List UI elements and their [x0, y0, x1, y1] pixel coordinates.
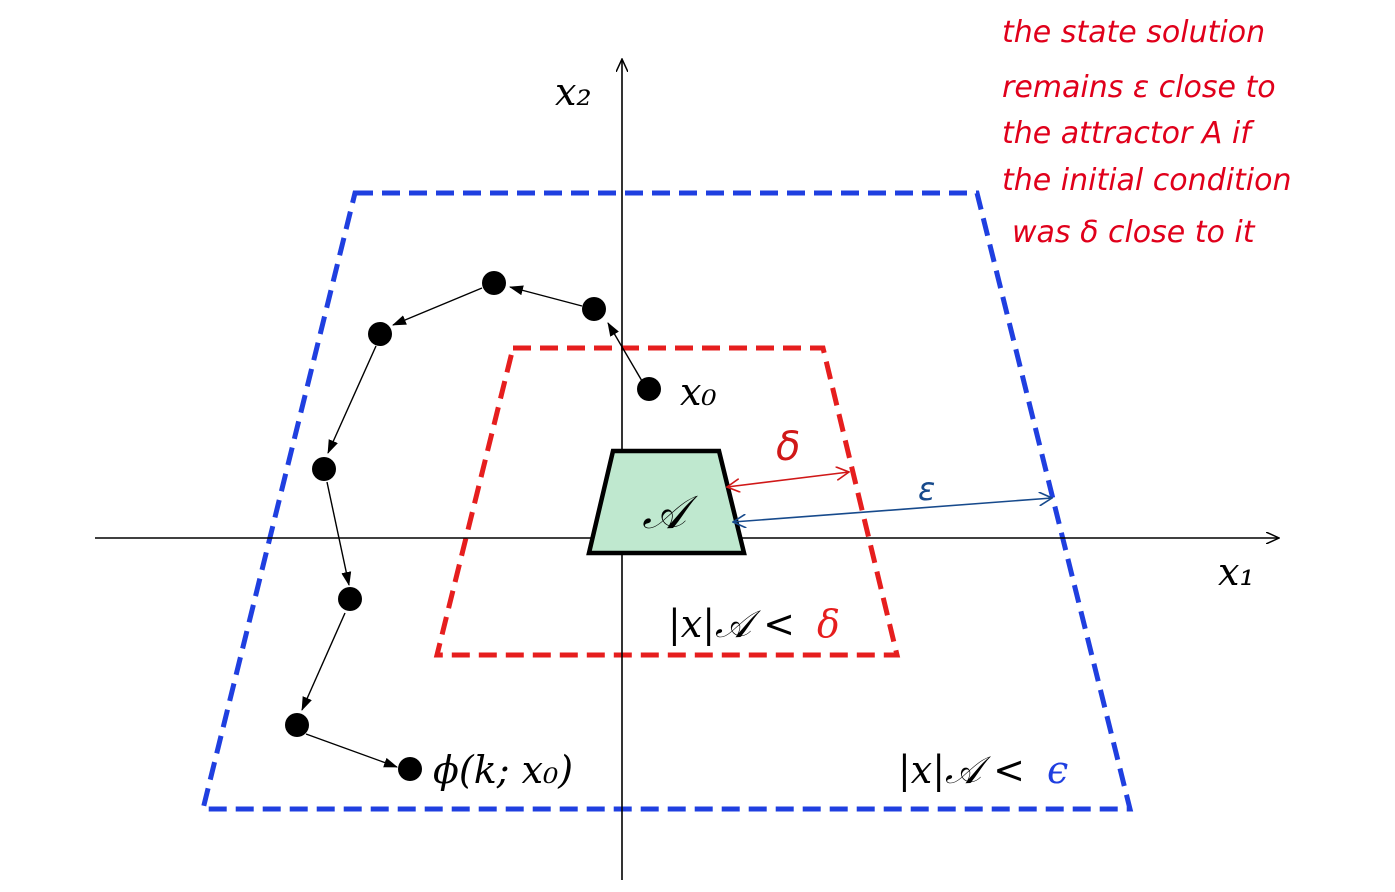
epsilon-distance-arrow: [733, 498, 1052, 522]
trajectory-point: [582, 297, 606, 321]
trajectory-step: [301, 612, 346, 711]
note-line: the attractor A if: [1002, 116, 1255, 151]
initial-point-label: x₀: [680, 370, 717, 414]
trajectory-point: [368, 322, 392, 346]
delta-region: [433, 345, 901, 658]
final-point: [398, 757, 422, 781]
delta-condition: |x|𝒜 < δ: [668, 602, 840, 646]
x2-axis-label: x₂: [555, 70, 592, 114]
solution-label: ϕ(k; x₀): [433, 748, 573, 792]
attractor-set: [586, 448, 747, 556]
trajectory-step: [326, 481, 352, 586]
epsilon-condition-text: |x|𝒜 <: [898, 748, 1025, 792]
epsilon-distance-label: ε: [918, 470, 935, 508]
trajectory-point: [312, 457, 336, 481]
trajectory-point: [482, 271, 506, 295]
initial-point: [637, 377, 661, 401]
epsilon-condition-symbol: ϵ: [1047, 748, 1068, 792]
trajectory: [301, 285, 643, 768]
trajectory-step: [327, 345, 377, 454]
trajectory-step: [607, 322, 643, 382]
note-line: the initial condition: [1002, 163, 1292, 198]
trajectory-point: [285, 713, 309, 737]
handwritten-note: the state solution remains ε close to th…: [1002, 15, 1292, 250]
delta-condition-symbol: δ: [817, 602, 840, 646]
delta-distance-label: δ: [776, 424, 800, 470]
trajectory-point: [338, 587, 362, 611]
delta-condition-text: |x|𝒜 <: [668, 602, 795, 646]
note-line: was δ close to it: [1012, 215, 1256, 250]
note-line: remains ε close to: [1002, 70, 1276, 105]
trajectory-step: [509, 285, 583, 307]
epsilon-region: [199, 190, 1134, 812]
x1-axis-label: x₁: [1218, 550, 1255, 594]
trajectory-points: [285, 271, 661, 781]
note-line: the state solution: [1002, 15, 1265, 50]
trajectory-step: [392, 287, 483, 326]
epsilon-condition: |x|𝒜 < ϵ: [898, 748, 1068, 792]
delta-distance-arrow: [727, 472, 849, 487]
trajectory-step: [305, 733, 398, 768]
